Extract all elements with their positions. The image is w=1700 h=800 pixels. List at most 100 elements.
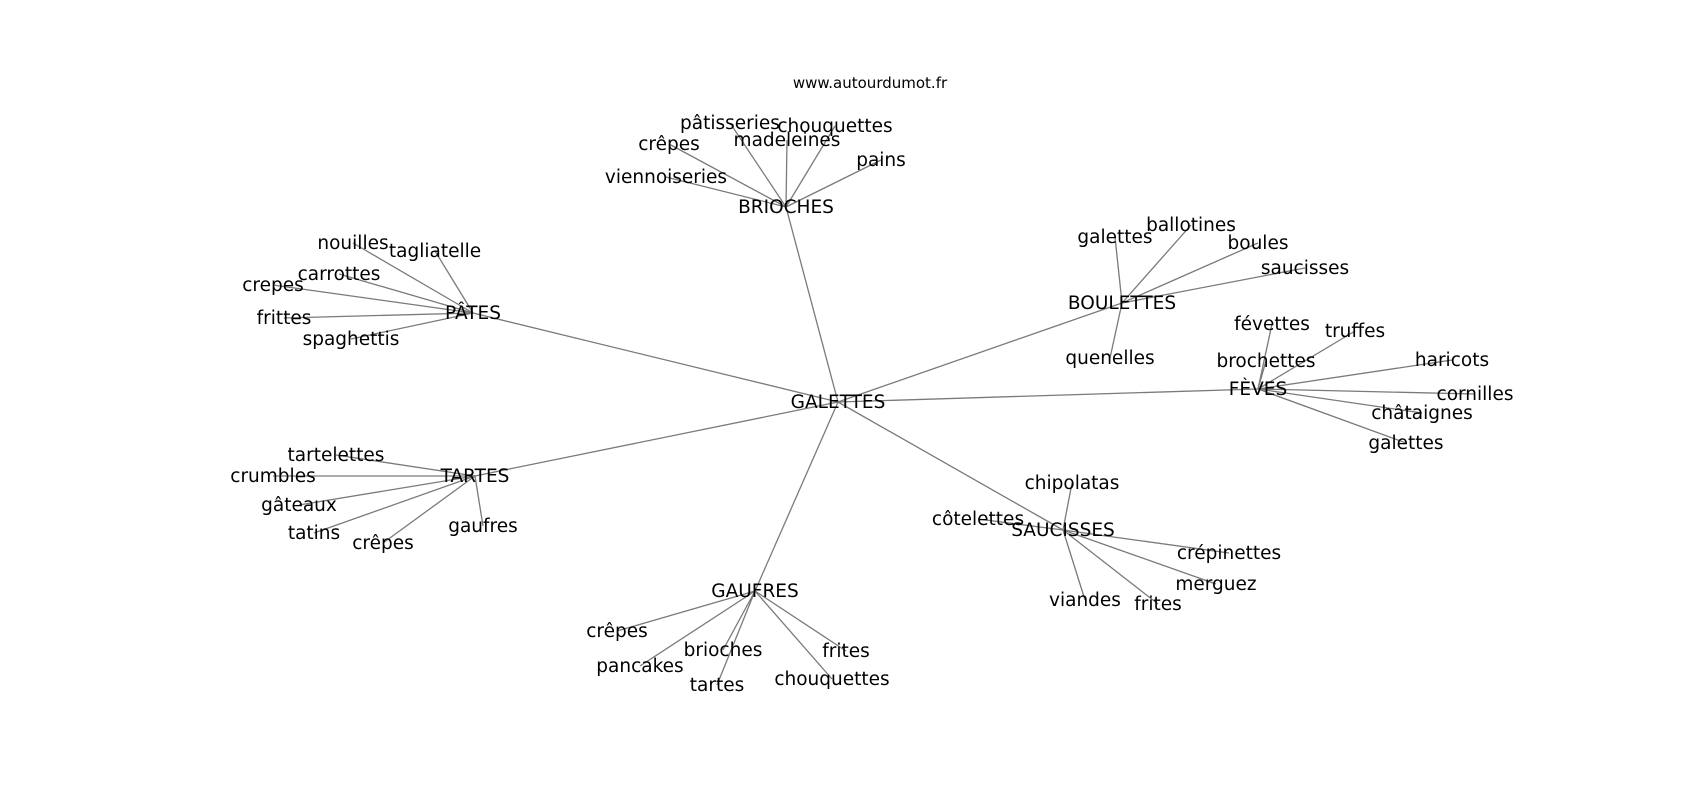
leaf-node-label: frittes [257,308,312,329]
leaf-node-label: côtelettes [932,509,1024,530]
edge-hub-leaf [1257,388,1476,395]
edge-center-hub [837,388,1259,403]
edge-hub-leaf [1121,242,1259,304]
leaf-node-label: crumbles [230,466,315,487]
edge-center-hub [754,401,839,592]
edge-hub-leaf [1121,224,1192,304]
leaf-node-label: chouquettes [777,116,892,137]
leaf-node-label: tartelettes [288,445,385,466]
edge-hub-leaf [434,250,474,314]
edge-hub-leaf [754,590,833,680]
edge-hub-leaf [1257,359,1453,390]
edge-hub-leaf [785,139,788,208]
leaf-node-label: crepes [242,275,304,296]
edge-hub-leaf [665,176,787,208]
leaf-node-label: galettes [1077,227,1152,248]
edge-hub-leaf [1062,529,1159,605]
leaf-node-label: crépinettes [1177,543,1281,564]
leaf-node-label: carrottes [298,264,381,285]
leaf-node-label: crêpes [638,134,700,155]
hub-node-label: GAUFRES [711,581,798,602]
labels-layer: www.autourdumot.fr GALETTES BRIOCHES pâtis… [230,74,1513,696]
edge-hub-leaf [1257,360,1267,390]
hub-node-label: BRIOCHES [738,197,834,218]
hub-node-label: TARTES [440,466,510,487]
edge-hub-leaf [785,125,836,208]
edge-hub-leaf [382,475,476,544]
leaf-node-label: truffes [1325,321,1385,342]
edge-hub-leaf [1121,267,1306,304]
leaf-node-label: frites [822,641,870,662]
edge-hub-leaf [785,159,882,208]
hub-node-label: PÂTES [445,302,501,324]
edge-center-hub [837,401,1064,531]
leaf-node-label: nouilles [317,233,388,254]
edge-hub-leaf [1257,388,1423,414]
edge-hub-leaf [716,590,756,686]
edge-hub-leaf [350,312,474,340]
leaf-node-label: frites [1134,594,1182,615]
edge-hub-leaf [313,475,476,534]
edge-center-hub [472,312,839,403]
leaf-node-label: crêpes [586,621,648,642]
leaf-node-label: châtaignes [1371,403,1472,424]
leaf-node-label: haricots [1415,350,1489,371]
leaf-node-label: spaghettis [303,329,400,350]
leaf-node-label: gaufres [448,516,518,537]
edge-hub-leaf [335,454,476,477]
edge-hub-leaf [283,312,474,319]
leaf-node-label: viandes [1049,590,1121,611]
leaf-node-label: viennoiseries [605,167,727,188]
edge-center-hub [837,302,1123,403]
edge-hub-leaf [722,590,756,651]
leaf-node-label: boules [1228,233,1289,254]
edge-hub-leaf [1257,330,1356,390]
leaf-node-label: saucisses [1261,258,1349,279]
leaf-node-label: galettes [1368,433,1443,454]
edge-hub-leaf [754,590,847,652]
source-label: www.autourdumot.fr [793,74,948,92]
edges-layer [272,122,1476,686]
hub-node-label: BOULETTES [1068,293,1176,314]
leaf-node-label: brioches [684,640,763,661]
leaf-node-label: chipolatas [1025,473,1120,494]
leaf-node-label: gâteaux [261,495,337,516]
edge-hub-leaf [338,273,474,314]
edge-hub-leaf [729,122,787,208]
leaf-node-label: cornilles [1437,384,1514,405]
leaf-node-label: tartes [690,675,744,696]
edge-hub-leaf [639,590,756,667]
edge-hub-leaf [272,284,474,314]
edge-hub-leaf [474,475,484,527]
edge-center-hub [785,206,839,403]
hub-node-label: FÈVES [1229,378,1287,400]
leaf-node-label: pancakes [596,656,683,677]
edge-hub-leaf [616,590,756,632]
center-node-label: GALETTES [791,392,886,413]
leaf-node-label: merguez [1175,574,1256,595]
leaf-node-label: chouquettes [774,669,889,690]
edge-hub-leaf [352,242,474,314]
edge-hub-leaf [668,143,787,208]
edge-hub-leaf [1062,529,1217,585]
leaf-node-label: brochettes [1216,351,1315,372]
edge-hub-leaf [1109,302,1123,359]
leaf-node-label: crêpes [352,533,414,554]
leaf-node-label: févettes [1234,314,1310,335]
edge-hub-leaf [977,518,1064,531]
leaf-node-label: pâtisseries [680,113,780,134]
leaf-node-label: ballotines [1146,215,1236,236]
edge-hub-leaf [1257,388,1407,444]
hub-node-label: SAUCISSES [1011,520,1115,541]
leaf-node-label: pains [856,150,906,171]
edge-hub-leaf [298,475,476,506]
edge-hub-leaf [1062,529,1086,601]
edge-hub-leaf [1257,323,1273,390]
edge-hub-leaf [1062,529,1230,554]
leaf-node-label: quenelles [1065,348,1154,369]
edge-center-hub [474,401,839,477]
edge-hub-leaf [1062,482,1073,531]
leaf-node-label: tagliatelle [389,241,481,262]
leaf-node-label: madeleines [734,130,841,151]
